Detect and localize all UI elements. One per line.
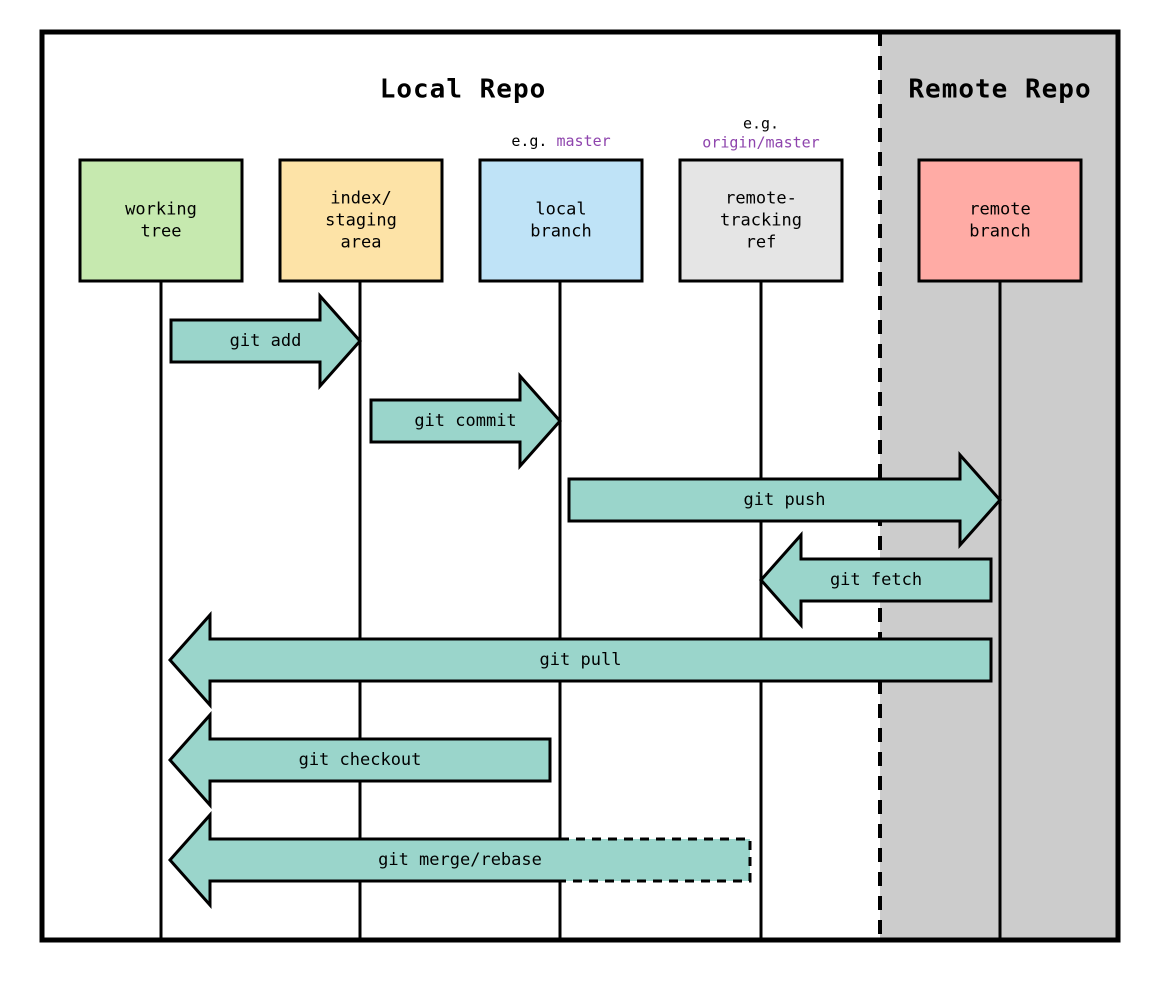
arrow-shape-git-checkout[interactable] xyxy=(167,711,552,809)
arrow-shape-git-add[interactable] xyxy=(169,292,363,390)
lifelines-group xyxy=(159,281,1002,940)
node-box-index-staging-area[interactable] xyxy=(278,158,444,283)
arrow-shape-git-pull[interactable] xyxy=(167,611,993,709)
node-label-index-staging-area: index/ xyxy=(330,189,391,209)
arrow-git-commit[interactable]: git commit xyxy=(369,372,563,470)
node-label-remote-tracking-ref: remote- xyxy=(725,189,797,209)
node-label-working-tree: tree xyxy=(141,222,182,242)
arrow-label-git-commit: git commit xyxy=(414,411,516,431)
node-label-index-staging-area: staging xyxy=(325,211,397,231)
node-box-working-tree[interactable] xyxy=(78,158,244,283)
node-label-remote-branch: remote xyxy=(969,200,1030,220)
arrow-shape-git-merge-rebase[interactable] xyxy=(170,815,750,905)
node-label-index-staging-area: area xyxy=(341,233,382,253)
node-label-remote-branch: branch xyxy=(969,222,1030,242)
arrow-git-pull[interactable]: git pull xyxy=(167,611,993,709)
arrow-label-git-add: git add xyxy=(230,331,302,351)
node-box-remote-tracking-ref[interactable] xyxy=(678,158,844,283)
arrow-git-add[interactable]: git add xyxy=(169,292,363,390)
node-label-local-branch: local xyxy=(535,200,586,220)
zone-title-remote-repo: Remote Repo xyxy=(908,75,1091,105)
arrow-git-fetch[interactable]: git fetch xyxy=(758,531,993,629)
arrow-solid-outline-git-merge-rebase xyxy=(167,811,560,909)
node-box-remote-branch[interactable] xyxy=(917,158,1083,283)
nodes-group: workingtreeindex/stagingarealocalbranche… xyxy=(78,115,1083,283)
arrow-label-git-merge-rebase: git merge/rebase xyxy=(378,850,542,870)
node-label-local-branch: branch xyxy=(530,222,591,242)
arrow-git-push[interactable]: git push xyxy=(567,451,1003,549)
diagram-frame xyxy=(39,29,1121,943)
arrows-group: git add git commit git push git fetch git pu… xyxy=(167,292,1003,909)
arrow-label-git-checkout: git checkout xyxy=(299,750,422,770)
node-label-remote-tracking-ref: ref xyxy=(746,233,777,253)
arrow-shape-git-commit[interactable] xyxy=(369,372,563,470)
arrow-label-git-push: git push xyxy=(744,490,826,510)
annotation-prefix-remote-tracking-ref: e.g. xyxy=(743,115,779,133)
arrow-git-merge-rebase[interactable]: git merge/rebase xyxy=(167,811,752,909)
arrow-label-git-pull: git pull xyxy=(540,650,622,670)
annotation-local-branch: e.g. master xyxy=(511,132,610,150)
annotation-value-remote-tracking-ref: origin/master xyxy=(702,134,819,152)
arrow-shape-git-fetch[interactable] xyxy=(758,531,993,629)
arrow-label-git-fetch: git fetch xyxy=(830,570,922,590)
node-label-remote-tracking-ref: tracking xyxy=(720,211,802,231)
arrow-git-checkout[interactable]: git checkout xyxy=(167,711,552,809)
arrow-dashed-outline-git-merge-rebase xyxy=(560,837,752,883)
arrow-shape-git-push[interactable] xyxy=(567,451,1003,549)
node-label-working-tree: working xyxy=(125,200,197,220)
zone-title-local-repo: Local Repo xyxy=(380,75,547,105)
node-box-local-branch[interactable] xyxy=(478,158,644,283)
